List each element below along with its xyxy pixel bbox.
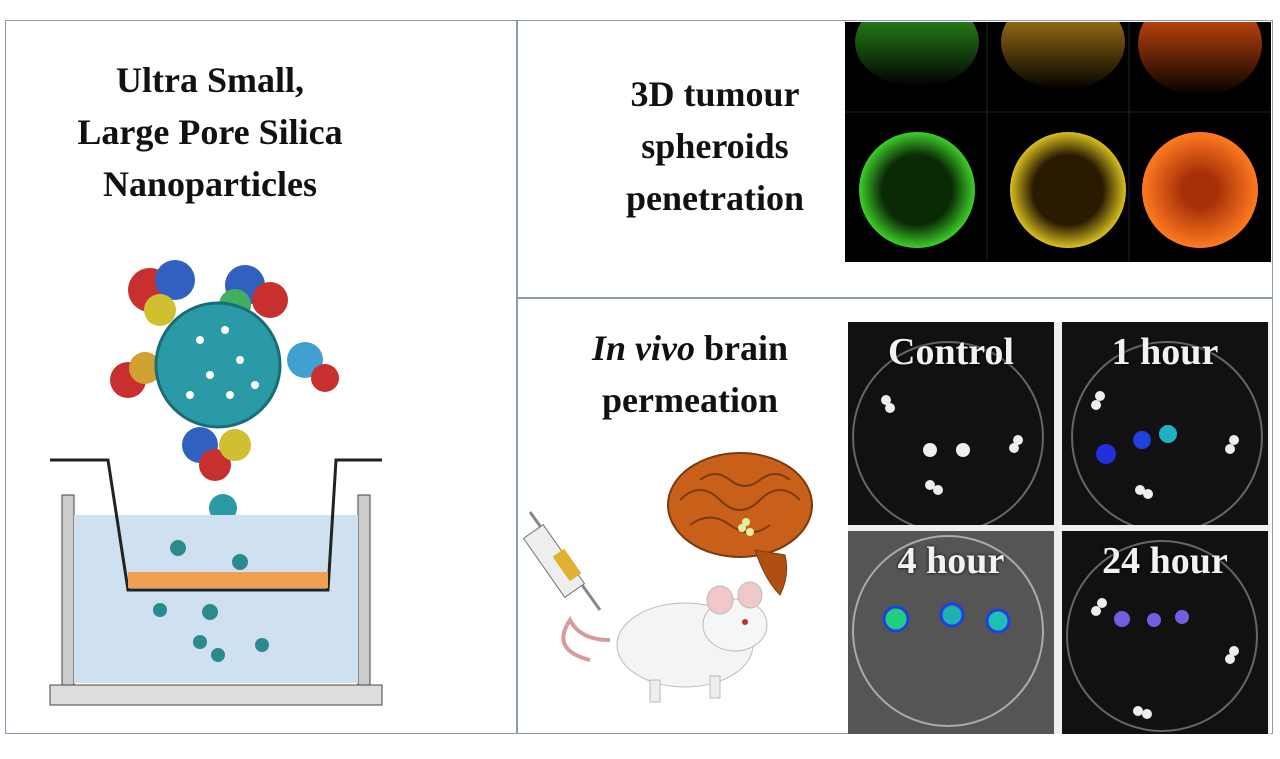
- transwell-nanoparticle-illustration: [49, 260, 383, 706]
- horizontal-divider: [517, 297, 1273, 299]
- title-line: Large Pore Silica: [77, 112, 343, 152]
- plate-label: 24 hour: [1102, 540, 1228, 582]
- title-line: spheroids: [641, 126, 789, 166]
- plate-4-hour: 4 hour: [848, 531, 1054, 734]
- vertical-divider: [516, 20, 518, 734]
- spheroid-microscopy-image: [845, 22, 1271, 262]
- plate-label: Control: [888, 331, 1014, 373]
- plate-control: Control: [848, 322, 1054, 525]
- spheroid-orange: [1142, 132, 1258, 248]
- title-line-2: permeation: [602, 380, 778, 420]
- brain-icon: [667, 452, 813, 596]
- spheroid-title: 3D tumour spheroids penetration: [560, 68, 870, 224]
- mouse-icon: [561, 581, 768, 703]
- title-line: Ultra Small,: [116, 60, 304, 100]
- title-line: 3D tumour: [630, 74, 800, 114]
- plate-label: 1 hour: [1111, 331, 1219, 373]
- cell-monolayer: [128, 572, 328, 588]
- title-line: penetration: [626, 178, 804, 218]
- plate-24-hour: 24 hour: [1062, 531, 1268, 734]
- nanoparticle-icon: [154, 301, 282, 429]
- title-rest: brain: [694, 328, 789, 368]
- title-italic: In vivo: [591, 328, 695, 368]
- mouse-brain-illustration: [522, 452, 813, 703]
- ivis-imaging-grid: Control 1 hour 4 hour 24 hour: [848, 322, 1270, 734]
- plate-label: 4 hour: [897, 540, 1005, 582]
- spheroid-green: [859, 132, 975, 248]
- plate-1-hour: 1 hour: [1062, 322, 1268, 525]
- brain-permeation-title: In vivo brain permeation: [540, 322, 840, 426]
- syringe-icon: [522, 511, 602, 611]
- left-panel-title: Ultra Small, Large Pore Silica Nanoparti…: [20, 54, 400, 210]
- title-line-1: In vivo brain: [540, 322, 840, 374]
- spheroid-yellow: [1010, 132, 1126, 248]
- figure-frame: [5, 20, 1273, 734]
- title-line: Nanoparticles: [103, 164, 317, 204]
